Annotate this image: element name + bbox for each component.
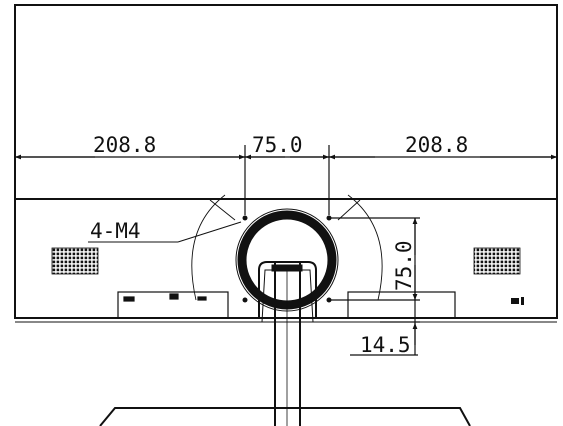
- monitor-stand: [99, 261, 471, 426]
- vesa-height-dimension: 75.0: [392, 240, 416, 291]
- screw-hole-top-left: [242, 215, 248, 221]
- left-width-dimension: 208.8: [93, 133, 156, 157]
- mount-clearance-arcs: [191, 194, 383, 301]
- left-port-panel: [117, 291, 229, 319]
- screw-callout-label: 4-M4: [90, 219, 141, 243]
- left-vent-grille: [51, 247, 99, 275]
- bottom-offset-dimension: 14.5: [360, 333, 411, 357]
- right-port-panel: [347, 291, 456, 319]
- right-vent-grille: [473, 247, 521, 275]
- screw-hole-bottom-right: [326, 297, 332, 303]
- vertical-dimension: [330, 217, 420, 356]
- lock-slot: [511, 297, 524, 305]
- screw-callout: [88, 221, 242, 243]
- horizontal-dimension: [15, 145, 557, 215]
- right-width-dimension: 208.8: [405, 133, 468, 157]
- monitor-outline: [14, 4, 558, 323]
- center-width-dimension: 75.0: [252, 133, 303, 157]
- screw-hole-top-right: [326, 215, 332, 221]
- screw-hole-bottom-left: [242, 297, 248, 303]
